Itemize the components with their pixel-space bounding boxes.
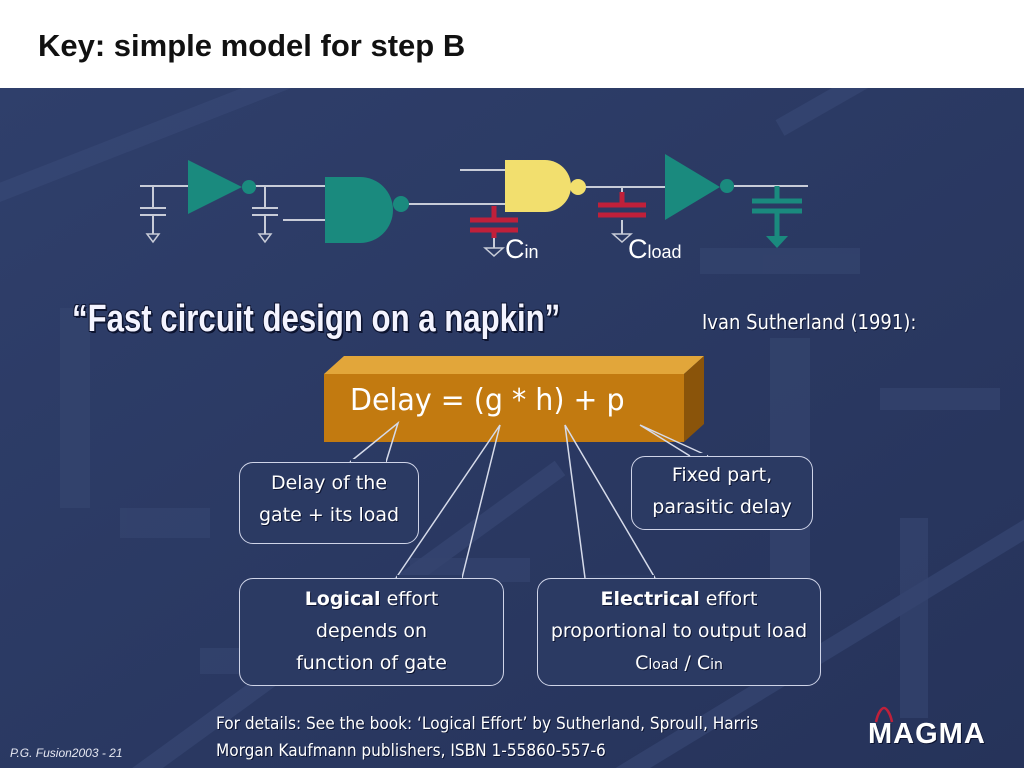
- slide-title: Key: simple model for step B: [38, 28, 466, 63]
- formula-box: [324, 356, 704, 442]
- nand-gate-icon: [325, 177, 409, 243]
- callout-fixed-part: Fixed part, parasitic delay: [631, 456, 813, 530]
- napkin-quote: “Fast circuit design on a napkin”: [72, 298, 561, 340]
- c-load-label: Cload: [628, 234, 682, 264]
- reference-line-2: Morgan Kaufmann publishers, ISBN 1-55860…: [216, 741, 606, 760]
- ground-icon: [145, 233, 633, 258]
- title-bar: Key: simple model for step B: [0, 0, 1024, 89]
- delay-formula: Delay = (g * h) + p: [350, 383, 625, 418]
- callout-logical-effort: Logical effort depends on function of ga…: [239, 578, 504, 686]
- magma-logo-icon: [874, 706, 894, 723]
- reference-line-1: For details: See the book: ‘Logical Effo…: [216, 714, 759, 733]
- ground-icon: [766, 236, 788, 248]
- author-attribution: Ivan Sutherland (1991):: [702, 310, 917, 334]
- c-in-label: Cin: [505, 234, 539, 264]
- buffer-gate-icon: [188, 154, 734, 220]
- nand-gate-icon-highlighted: [505, 160, 586, 212]
- magma-logo: MAGMA: [868, 718, 986, 750]
- slide-footer: P.G. Fusion2003 - 21: [10, 746, 123, 760]
- callout-electrical-effort: Electrical effort proportional to output…: [537, 578, 821, 686]
- callout-delay: Delay of the gate + its load: [239, 462, 419, 544]
- capacitor-icon: [470, 192, 646, 238]
- circuit-diagram: [140, 154, 808, 258]
